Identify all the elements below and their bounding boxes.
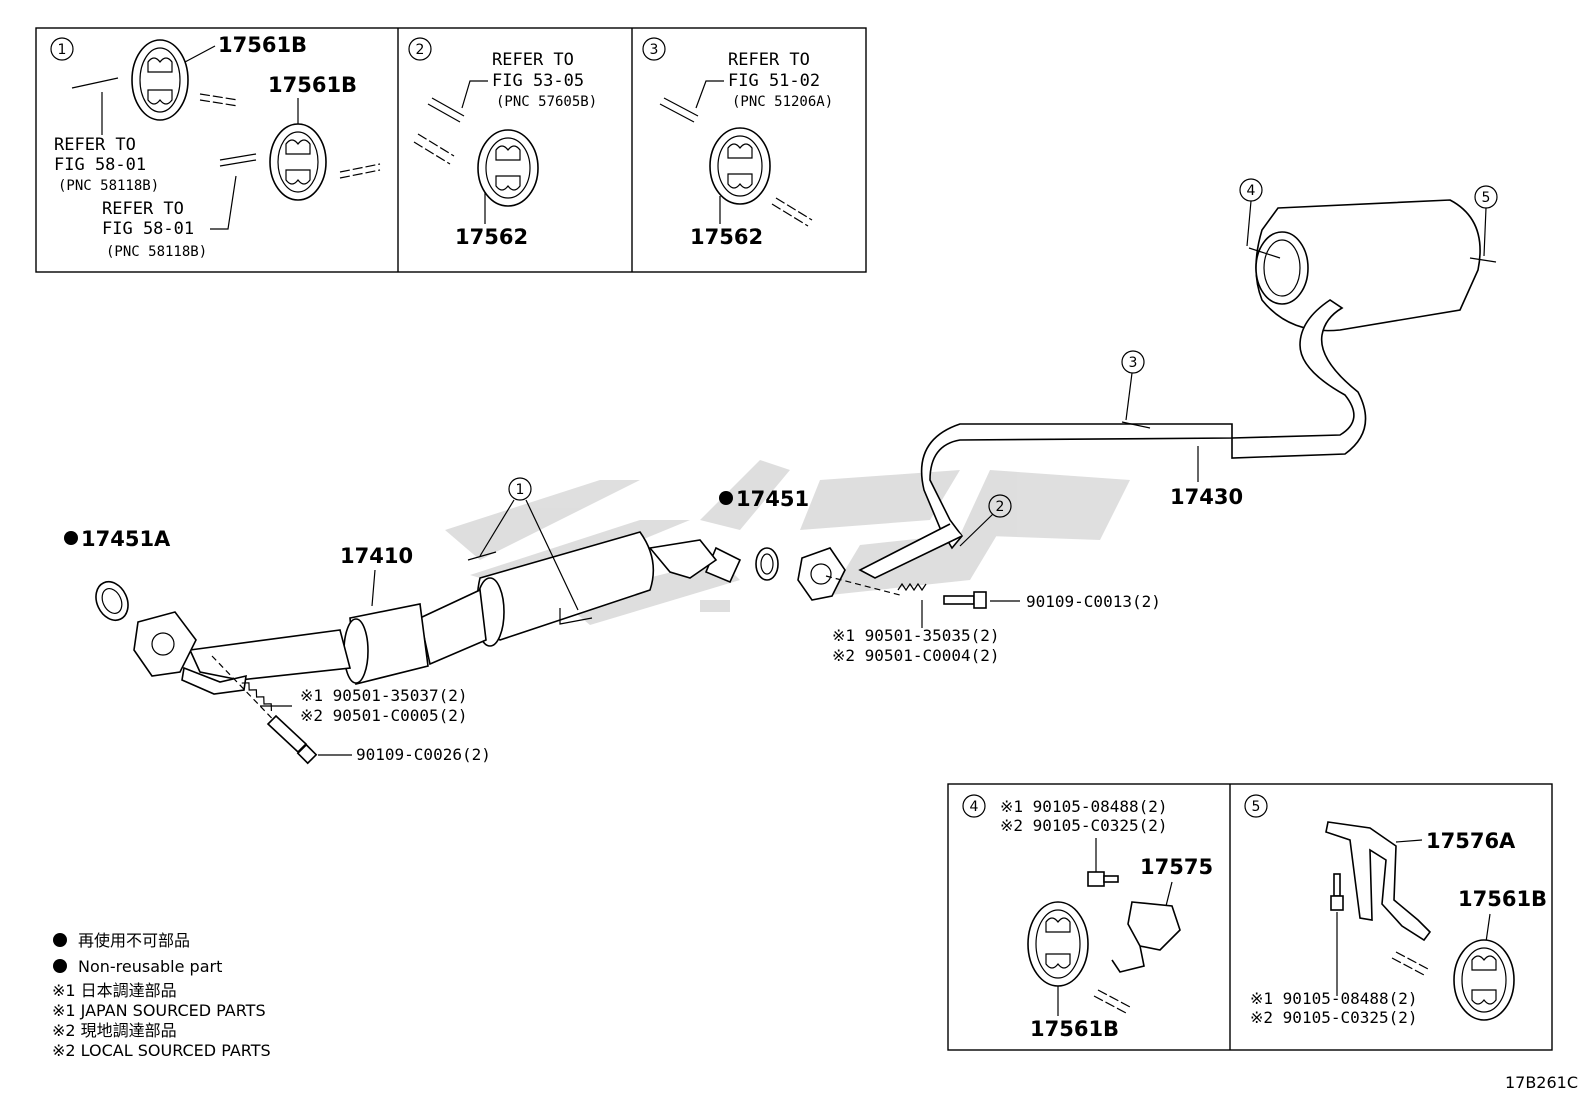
rubber-hanger-icon (1453, 939, 1515, 1021)
front-spring-label-2: ※2 90501-C0005(2) (300, 706, 468, 725)
rubber-hanger-icon (269, 123, 327, 201)
inset-1-ref1-line2: FIG 58-01 (54, 155, 146, 175)
inset-2: 2 REFER TO FIG 53-05 (PNC 57605B) 17562 (408, 37, 597, 249)
inset-4-hanger-label: 17561B (1030, 1017, 1119, 1041)
inset-1: 1 17561B 17561B REFER TO FIG 58-01 (PNC … (50, 33, 381, 260)
non-reusable-dot (719, 491, 733, 505)
rubber-hanger-icon (477, 129, 539, 207)
inset-1-ref2-line1: REFER TO (102, 199, 184, 219)
inset-3-ref-line2: FIG 51-02 (728, 71, 820, 91)
hanger-bracket-icon (1325, 821, 1432, 942)
inset-2-ref-line2: FIG 53-05 (492, 71, 584, 91)
front-pipe-label: 17410 (340, 544, 413, 568)
front-pipe-assembly (133, 531, 742, 695)
callout-4: 4 (1239, 178, 1263, 247)
inset-2-number: 2 (416, 42, 425, 58)
center-flange (797, 547, 846, 601)
inset-3-ref-line1: REFER TO (728, 50, 810, 70)
inset-4-bracket-label: 17575 (1140, 855, 1213, 879)
legend-nonreuse-en: Non-reusable part (78, 957, 222, 976)
non-reusable-dot (53, 933, 67, 947)
inset-1-number: 1 (58, 42, 67, 58)
legend-nonreuse-jp: 再使用不可部品 (78, 931, 190, 950)
rubber-hanger-icon (131, 39, 189, 121)
svg-text:4: 4 (1247, 183, 1256, 199)
legend-note2-jp: ※2 現地調達部品 (52, 1021, 177, 1040)
gasket-center (755, 547, 779, 581)
inset-1-hanger-b-label: 17561B (268, 73, 357, 97)
svg-text:3: 3 (1129, 355, 1138, 371)
svg-text:1: 1 (516, 482, 525, 498)
inset-2-ref-line1: REFER TO (492, 50, 574, 70)
inset-5-bracket-label: 17576A (1426, 829, 1516, 853)
legend-note1-jp: ※1 日本調達部品 (52, 981, 177, 1000)
callout-2: 2 (959, 494, 1012, 547)
front-spring-label-1: ※1 90501-35037(2) (300, 686, 468, 705)
inset-1-ref1-line3: (PNC 58118B) (58, 178, 159, 194)
tail-pipe-assembly (858, 199, 1497, 579)
inset-5-number: 5 (1252, 799, 1261, 815)
non-reusable-dot (64, 531, 78, 545)
gasket-center-label: 17451 (736, 487, 809, 511)
inset-3-ref-line3: (PNC 51206A) (732, 94, 833, 110)
rubber-hanger-icon (709, 127, 771, 205)
rubber-hanger-icon (1027, 901, 1089, 987)
spring-icon (241, 682, 273, 712)
inset-1-ref1-line1: REFER TO (54, 135, 136, 155)
top-insets-frame (35, 27, 867, 273)
center-spring-label-1: ※1 90501-35035(2) (832, 626, 1000, 645)
gasket-front (95, 580, 129, 622)
inset-3-number: 3 (650, 42, 659, 58)
legend: 再使用不可部品 Non-reusable part ※1 日本調達部品 ※1 J… (52, 931, 271, 1060)
non-reusable-dot (53, 959, 67, 973)
inset-1-hanger-a-label: 17561B (218, 33, 307, 57)
figure-code: 17B261C (1505, 1073, 1578, 1092)
legend-note2-en: ※2 LOCAL SOURCED PARTS (52, 1041, 271, 1060)
front-fasteners: ※1 90501-35037(2) ※2 90501-C0005(2) 9010… (211, 655, 491, 765)
bolt-icon (943, 591, 987, 609)
center-bolt-label: 90109-C0013(2) (1026, 592, 1161, 611)
gasket-front-label: 17451A (81, 527, 171, 551)
tail-pipe-label: 17430 (1170, 485, 1243, 509)
inset-2-ref-line3: (PNC 57605B) (496, 94, 597, 110)
bolt-icon (1330, 873, 1344, 911)
inset-3-hanger-label: 17562 (690, 225, 763, 249)
bolt-icon (1087, 871, 1119, 887)
inset-3: 3 REFER TO FIG 51-02 (PNC 51206A) 17562 (642, 37, 833, 249)
inset-5: 5 17576A 17561B ※1 90105-08488(2) ※2 901… (1244, 794, 1547, 1027)
spring-icon (897, 582, 927, 592)
inset-1-ref2-line3: (PNC 58118B) (106, 244, 207, 260)
front-bolt-label: 90109-C0026(2) (356, 745, 491, 764)
svg-text:5: 5 (1482, 190, 1491, 206)
inset-4-bolt-label-1: ※1 90105-08488(2) (1000, 797, 1168, 816)
callout-3: 3 (1121, 350, 1145, 421)
inset-4: 4 ※1 90105-08488(2) ※2 90105-C0325(2) 17… (962, 794, 1213, 1041)
callout-5: 5 (1474, 185, 1498, 257)
inset-4-bolt-label-2: ※2 90105-C0325(2) (1000, 816, 1168, 835)
inset-4-number: 4 (970, 799, 979, 815)
inset-1-ref2-line2: FIG 58-01 (102, 219, 194, 239)
inset-5-hanger-label: 17561B (1458, 887, 1547, 911)
svg-text:2: 2 (996, 499, 1005, 515)
bottom-insets-frame (947, 783, 1553, 1051)
hanger-bracket-icon (1111, 901, 1181, 973)
inset-5-bolt-label-1: ※1 90105-08488(2) (1250, 989, 1418, 1008)
callout-circle (50, 37, 74, 61)
bolt-icon (266, 714, 318, 765)
inset-5-bolt-label-2: ※2 90105-C0325(2) (1250, 1008, 1418, 1027)
center-fasteners: ※1 90501-35035(2) ※2 90501-C0004(2) 9010… (825, 575, 1161, 665)
legend-note1-en: ※1 JAPAN SOURCED PARTS (52, 1001, 266, 1020)
callout-1: 1 (479, 477, 579, 611)
center-spring-label-2: ※2 90501-C0004(2) (832, 646, 1000, 665)
inset-2-hanger-label: 17562 (455, 225, 528, 249)
